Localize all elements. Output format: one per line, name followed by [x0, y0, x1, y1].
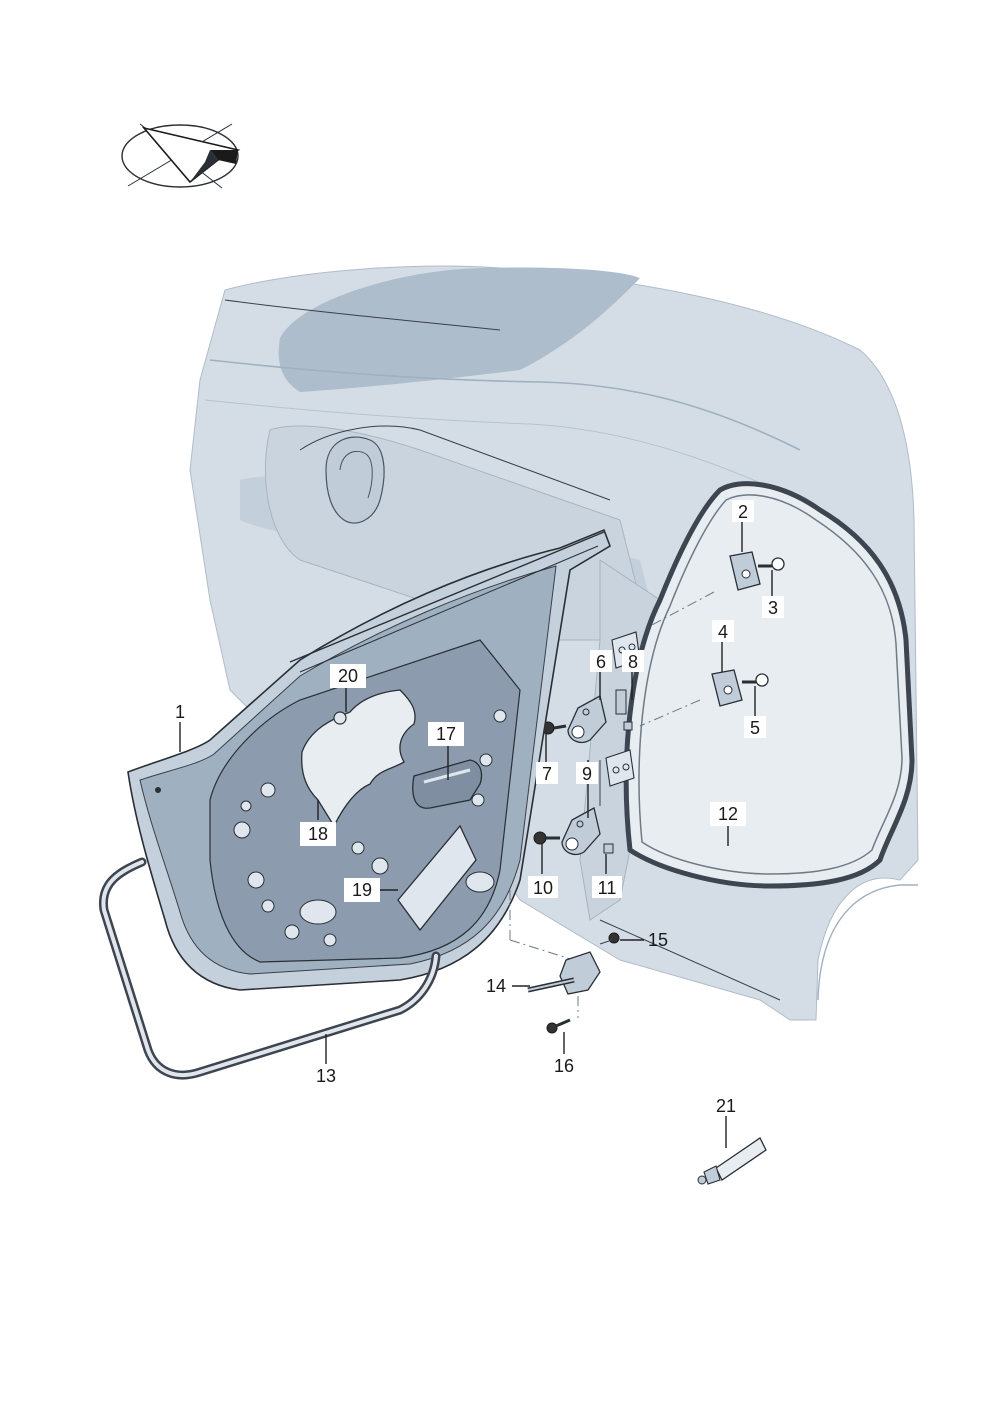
callout-19: 19	[344, 878, 380, 902]
callout-16: 16	[554, 1056, 574, 1076]
front-door-hinges	[533, 695, 614, 856]
bolt-icon	[742, 673, 769, 687]
rear-hinge-parts	[639, 551, 785, 727]
bolt-icon	[533, 831, 560, 845]
callout-1: 1	[175, 702, 185, 722]
svg-text:15: 15	[648, 930, 668, 950]
callout-4: 4	[712, 620, 734, 642]
svg-text:16: 16	[554, 1056, 574, 1076]
door-seal	[98, 857, 441, 1080]
callout-8: 8	[622, 650, 644, 672]
svg-text:9: 9	[582, 764, 592, 784]
callout-5: 5	[744, 716, 766, 738]
svg-text:17: 17	[436, 724, 456, 744]
callout-9: 9	[576, 762, 598, 784]
svg-text:7: 7	[542, 764, 552, 784]
svg-text:5: 5	[750, 718, 760, 738]
rear-door-seal	[623, 481, 915, 889]
view-direction-arrow-icon	[121, 123, 241, 189]
grease-tube-icon	[697, 1137, 767, 1185]
clip-icon	[333, 711, 347, 725]
svg-text:21: 21	[716, 1096, 736, 1116]
svg-text:1: 1	[175, 702, 185, 722]
callout-21: 21	[716, 1096, 736, 1116]
callout-10: 10	[528, 876, 558, 898]
callout-17: 17	[428, 722, 464, 746]
svg-text:13: 13	[316, 1066, 336, 1086]
svg-text:8: 8	[628, 652, 638, 672]
callout-11: 11	[592, 876, 622, 898]
callout-7: 7	[536, 762, 558, 784]
door-check-strap	[509, 890, 620, 1034]
svg-text:6: 6	[596, 652, 606, 672]
callout-labels: 1 2 3 4 5 6 7 8 9 10 11 12 13 14 15 16 1…	[175, 500, 784, 1116]
callout-20: 20	[330, 664, 366, 688]
svg-text:2: 2	[738, 502, 748, 522]
svg-text:4: 4	[718, 622, 728, 642]
bolt-icon	[546, 1018, 571, 1034]
svg-text:19: 19	[352, 880, 372, 900]
callout-6: 6	[590, 650, 612, 672]
callout-15: 15	[648, 930, 668, 950]
bolt-icon	[758, 557, 785, 571]
callout-13: 13	[316, 1066, 336, 1086]
callout-3: 3	[762, 596, 784, 618]
svg-text:14: 14	[486, 976, 506, 996]
callout-2: 2	[732, 500, 754, 522]
svg-text:3: 3	[768, 598, 778, 618]
svg-text:18: 18	[308, 824, 328, 844]
svg-text:11: 11	[598, 878, 617, 898]
svg-text:20: 20	[338, 666, 358, 686]
callout-12: 12	[710, 802, 746, 826]
svg-text:12: 12	[718, 804, 738, 824]
sound-pad	[397, 824, 477, 932]
leader-lines	[179, 522, 773, 1148]
svg-text:10: 10	[533, 878, 553, 898]
callout-14: 14	[486, 976, 506, 996]
door-handle-carrier	[412, 759, 483, 809]
callout-18: 18	[300, 822, 336, 846]
